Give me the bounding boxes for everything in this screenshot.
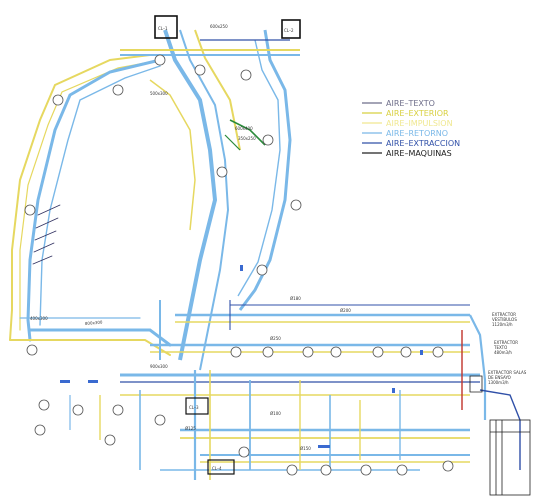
diffuser	[396, 464, 408, 476]
equipment-cl3-label: CL–3	[189, 405, 199, 410]
equipment-cl4-label: CL–4	[212, 466, 222, 471]
dim-label: 600x400	[235, 126, 253, 131]
diffuser	[230, 346, 242, 358]
dim-label: Ø180	[290, 296, 301, 301]
shaft-outline	[469, 375, 531, 496]
equipment-cl2-label: CL–2	[284, 28, 294, 33]
legend-label: AIRE–TEXTO	[386, 99, 435, 108]
extractor-2-line1: EXTRACTOR	[494, 340, 518, 345]
duct-labels: 800x300 400x300 900x300 600x400 350x250 …	[30, 24, 351, 451]
diffuser	[240, 69, 252, 81]
dim-label: 350x250	[238, 136, 256, 141]
extractor-1-label: EXTRACTOR VESTIBULOS 1120m3/h	[492, 312, 518, 327]
extractor-2-label: EXTRACTOR TEXTO 480m3/h	[493, 340, 519, 355]
diffuser	[72, 404, 84, 416]
legend-label: AIRE–IMPULSION	[386, 119, 453, 128]
extractor-3-label: EXTRACTOR SALAS DE ENSAYO 1300m3/h	[488, 370, 528, 385]
dim-label: Ø250	[270, 336, 281, 341]
diffuser	[262, 346, 274, 358]
diffuser	[400, 346, 412, 358]
extractor-notes: EXTRACTOR VESTIBULOS 1120m3/h EXTRACTOR …	[488, 312, 528, 385]
extractor-2-line2: TEXTO	[493, 345, 507, 350]
extractor-2-line3: 480m3/h	[494, 350, 512, 355]
dim-label: Ø100	[270, 411, 281, 416]
diffuser	[52, 94, 64, 106]
diffuser	[112, 84, 124, 96]
extractor-1-line1: EXTRACTOR	[492, 312, 516, 317]
dim-label: 800x300	[85, 319, 103, 326]
diffuser	[194, 64, 206, 76]
diffuser	[238, 446, 250, 458]
diffuser	[290, 199, 302, 211]
diffuser	[372, 346, 384, 358]
diffuser	[34, 424, 46, 436]
legend-label: AIRE–EXTERIOR	[386, 109, 449, 118]
duct-network-center	[120, 29, 300, 371]
extractor-3-line1: EXTRACTOR SALAS	[488, 370, 527, 375]
equipment-group: CL–1 CL–2 CL–3 CL–4	[154, 15, 301, 475]
legend-label: AIRE–EXTRACCION	[386, 139, 460, 148]
diffuser	[24, 204, 36, 216]
diffuser	[442, 460, 454, 472]
legend: AIRE–TEXTOAIRE–EXTERIORAIRE–IMPULSIONAIR…	[362, 99, 460, 158]
diffuser	[104, 434, 116, 446]
dim-label: 900x300	[150, 364, 168, 369]
equipment-cl1-label: CL–1	[158, 26, 168, 31]
diffuser	[216, 166, 228, 178]
duct-network-south	[69, 300, 521, 480]
dim-label: Ø150	[300, 446, 311, 451]
dim-label: 500x300	[150, 91, 168, 96]
diffuser	[330, 346, 342, 358]
legend-label: AIRE–RETORNO	[386, 129, 448, 138]
extractor-3-line3: 1300m3/h	[488, 380, 509, 385]
diffuser	[360, 464, 372, 476]
extractor-1-line3: 1120m3/h	[492, 322, 513, 327]
diffuser	[154, 54, 166, 66]
diffuser	[432, 346, 444, 358]
diffuser	[154, 414, 166, 426]
diffuser	[112, 404, 124, 416]
diffuser-group	[24, 54, 454, 476]
dim-label: Ø200	[340, 308, 351, 313]
diffuser	[302, 346, 314, 358]
dim-label: Ø125	[185, 426, 196, 431]
diffuser	[38, 399, 50, 411]
diffuser	[262, 134, 274, 146]
diffuser	[26, 344, 38, 356]
duct-network-left	[9, 54, 172, 356]
diffuser	[256, 264, 268, 276]
dim-label: 600x250	[210, 24, 228, 29]
diffuser	[320, 464, 332, 476]
diffuser	[286, 464, 298, 476]
dim-label: 400x300	[30, 316, 48, 321]
grille-group	[60, 265, 423, 448]
extractor-1-line2: VESTIBULOS	[492, 317, 517, 322]
legend-label: AIRE–MAQUINAS	[386, 149, 452, 158]
extractor-3-line2: DE ENSAYO	[488, 375, 511, 380]
